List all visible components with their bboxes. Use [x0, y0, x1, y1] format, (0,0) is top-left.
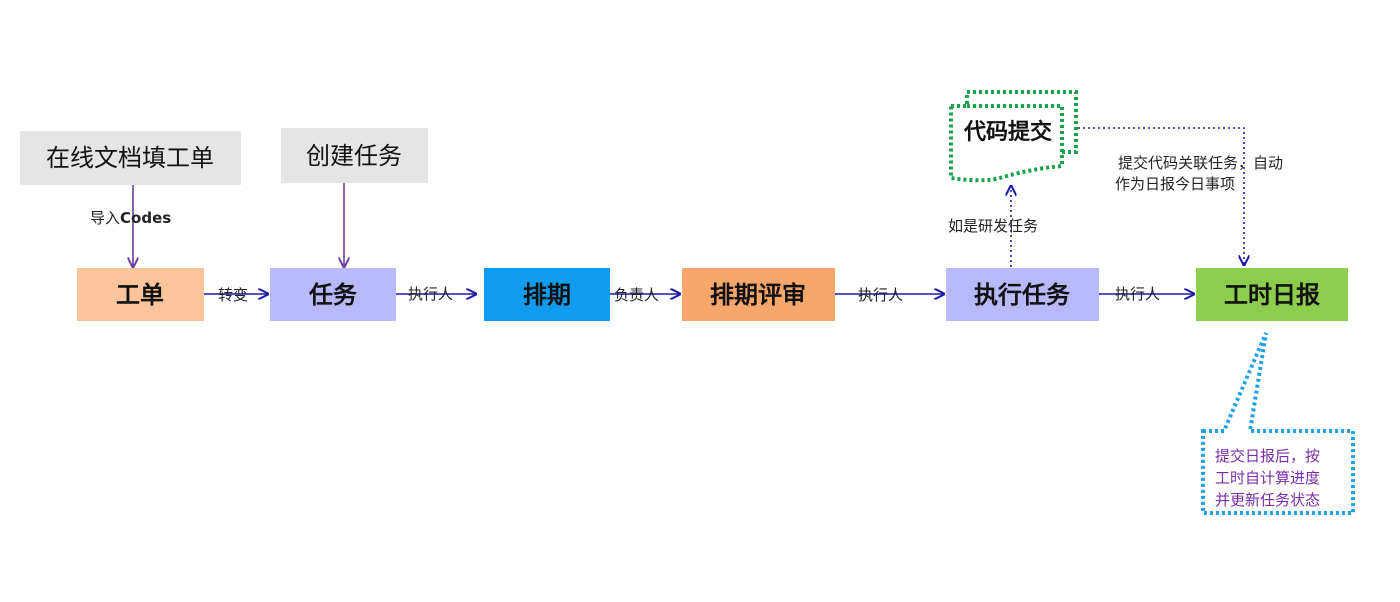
code-link-note-line1: 提交代码关联任务，自动 [1118, 154, 1283, 172]
callout-line1: 提交日报后，按 [1215, 447, 1320, 465]
timesheet-label: 工时日报 [1224, 281, 1320, 309]
executor-label-3: 执行人 [1115, 285, 1160, 303]
create-task-source-box [281, 128, 428, 183]
schedule-label: 排期 [523, 281, 571, 309]
import-codes-label: 导入Codes [90, 209, 171, 227]
callout-line3: 并更新任务状态 [1215, 491, 1320, 509]
executor-label-2: 执行人 [858, 286, 903, 304]
create-task-source-label: 创建任务 [306, 142, 402, 170]
callout-line2: 工时自计算进度 [1215, 469, 1320, 487]
task-node [270, 268, 396, 321]
online-doc-source-box [20, 131, 241, 185]
execute-task-label: 执行任务 [974, 281, 1071, 309]
work-order-node [77, 268, 204, 321]
work-order-label: 工单 [116, 281, 164, 309]
owner-label: 负责人 [614, 286, 659, 304]
online-doc-source-label: 在线文档填工单 [46, 144, 214, 172]
code-commit-node [949, 90, 1078, 183]
execute-task-node [946, 268, 1099, 321]
executor-label-1: 执行人 [408, 285, 453, 303]
schedule-review-node [682, 268, 835, 321]
progress-callout [1201, 332, 1355, 515]
schedule-review-label: 排期评审 [710, 281, 806, 309]
task-label: 任务 [308, 281, 358, 309]
timesheet-node [1196, 268, 1348, 321]
code-link-arrow [1078, 127, 1244, 265]
convert-label: 转变 [218, 286, 248, 304]
code-link-note-line2: 作为日报今日事项 [1115, 175, 1235, 193]
dev-task-label: 如是研发任务 [948, 217, 1038, 235]
code-commit-inner-edge [967, 104, 1064, 152]
schedule-node [484, 268, 610, 321]
code-commit-label: 代码提交 [963, 119, 1052, 145]
